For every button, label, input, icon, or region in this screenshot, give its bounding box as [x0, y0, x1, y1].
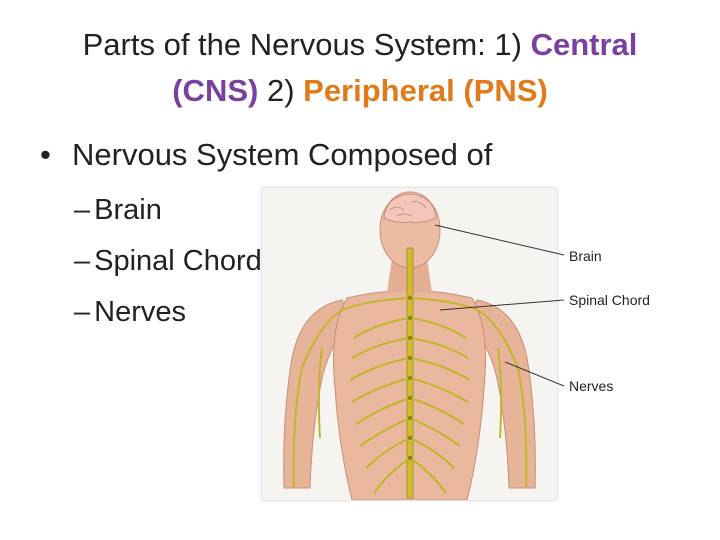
ganglia — [408, 296, 412, 460]
brain-folds — [389, 201, 427, 217]
label-brain: Brain — [569, 248, 602, 264]
sub-bullet-label: Spinal Chord — [94, 245, 262, 277]
label-nerves: Nerves — [569, 378, 614, 394]
nervous-system-illustration — [262, 188, 557, 500]
sub-bullet-label: Brain — [94, 194, 162, 226]
spinal-cord — [406, 247, 414, 499]
sub-bullet-label: Nerves — [94, 296, 186, 328]
sub-bullet-list: –Brain –Spinal Chord –Nerves — [74, 185, 262, 338]
dash-icon: – — [74, 245, 91, 277]
brain-callout-line — [434, 224, 565, 256]
label-spinal-chord: Spinal Chord — [569, 292, 650, 308]
slide-title: Parts of the Nervous System: 1) Central … — [20, 22, 700, 114]
title-peripheral: Peripheral (PNS) — [303, 73, 548, 108]
title-mid: 2) — [258, 73, 304, 108]
nerves-callout-line — [504, 361, 565, 387]
title-cns: (CNS) — [172, 73, 259, 108]
left-arm — [283, 299, 353, 489]
dash-icon: – — [74, 194, 91, 226]
dash-icon: – — [74, 296, 91, 328]
sub-bullet-spinal: –Spinal Chord — [74, 236, 262, 287]
title-central: Central — [530, 27, 638, 62]
sub-bullet-brain: –Brain — [74, 185, 262, 236]
main-bullet: • Nervous System Composed of — [40, 130, 492, 180]
bullet-dot-icon: • — [40, 137, 51, 172]
sub-bullet-nerves: –Nerves — [74, 287, 262, 338]
main-bullet-text: Nervous System Composed of — [72, 137, 493, 172]
body-figure-svg — [283, 191, 536, 500]
peripheral-nerves — [292, 297, 528, 494]
spinal-callout-line — [439, 299, 565, 311]
title-prefix: Parts of the Nervous System: 1) — [82, 27, 531, 62]
